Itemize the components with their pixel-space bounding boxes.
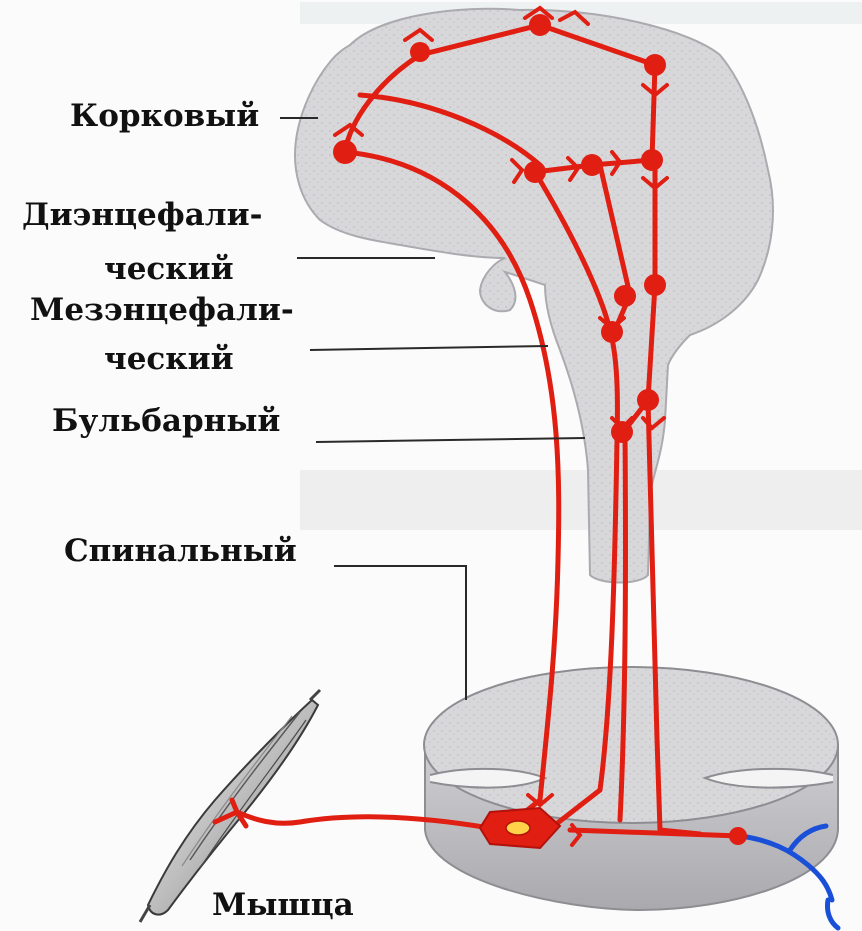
label-diencephalic-line2: ческий bbox=[104, 254, 234, 285]
label-mesencephalic-line2: ческий bbox=[104, 344, 234, 375]
label-diencephalic-line1: Диэнцефали- bbox=[22, 200, 263, 231]
leader-mesencephalic bbox=[310, 346, 548, 350]
label-spinal: Спинальный bbox=[64, 536, 297, 567]
leader-spinal bbox=[334, 566, 466, 700]
background-band bbox=[300, 470, 862, 530]
label-mesencephalic-line1: Мезэнцефали- bbox=[30, 295, 294, 326]
label-bulbar: Бульбарный bbox=[52, 406, 280, 437]
leader-bulbar bbox=[316, 438, 585, 442]
spinal-cord-segment bbox=[424, 667, 838, 910]
label-cortical: Корковый bbox=[70, 101, 259, 132]
label-muscle: Мышца bbox=[212, 890, 354, 921]
